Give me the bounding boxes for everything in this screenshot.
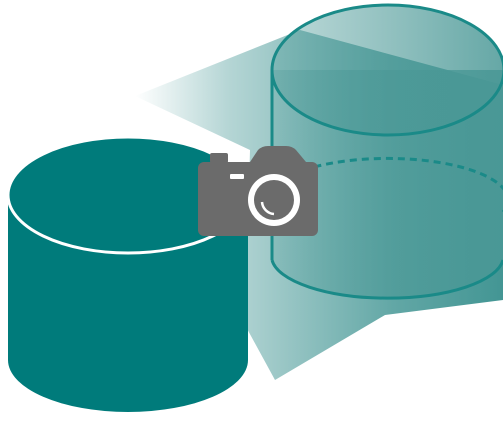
camera-icon (198, 146, 318, 236)
snapshot-database-cylinder-icon (272, 5, 503, 298)
camera-flash (230, 174, 244, 179)
snapshot-cylinder-top (272, 5, 503, 135)
camera-viewfinder (210, 153, 228, 163)
